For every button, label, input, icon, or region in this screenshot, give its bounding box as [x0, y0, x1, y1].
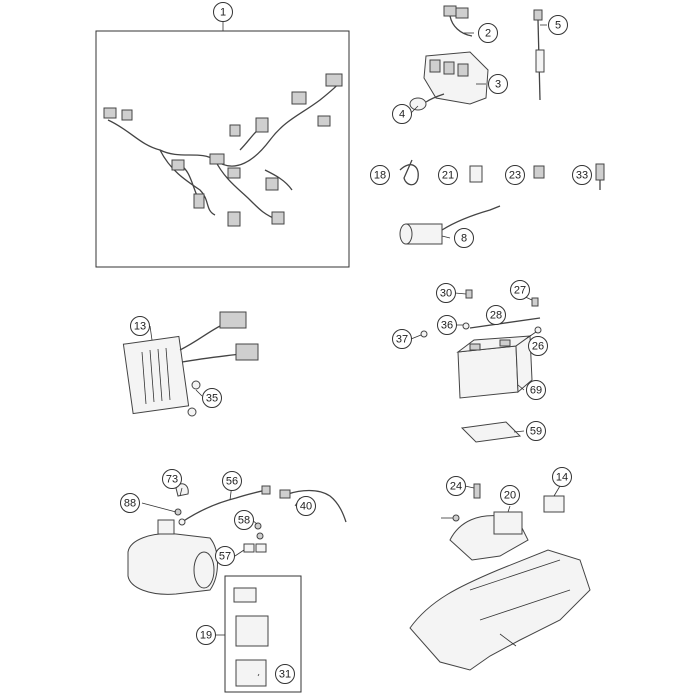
callout-label: 14 [556, 472, 568, 484]
callout-label: 56 [226, 476, 238, 488]
battery-part-26 [456, 335, 533, 399]
callout-label: 73 [166, 474, 178, 486]
callout-35: 35 [202, 388, 222, 408]
callout-57: 57 [215, 546, 235, 566]
starter-motor-illustration [127, 519, 218, 595]
callout-label: 28 [490, 310, 502, 322]
callout-59: 59 [526, 421, 546, 441]
cable-part-5 [533, 9, 545, 101]
callout-56: 56 [222, 471, 242, 491]
cable-part-59 [178, 485, 271, 526]
connector-part-33 [595, 163, 605, 190]
callout-label: 3 [495, 79, 501, 91]
callout-24: 24 [446, 476, 466, 496]
callout-8: 8 [454, 228, 474, 248]
relay-frame [224, 575, 302, 693]
callout-label: 35 [206, 393, 218, 405]
callout-label: 23 [509, 170, 521, 182]
callout-1: 1 [213, 2, 233, 22]
callout-73: 73 [162, 469, 182, 489]
nut-part-20 [452, 514, 460, 522]
callout-2: 2 [478, 23, 498, 43]
callout-label: 21 [442, 170, 454, 182]
callout-label: 24 [450, 481, 462, 493]
horn-part-8 [399, 205, 501, 245]
callout-21: 21 [438, 165, 458, 185]
callout-13: 13 [130, 316, 150, 336]
callout-30: 30 [436, 283, 456, 303]
voltage-regulator-part-13 [122, 311, 259, 417]
callout-28: 28 [486, 305, 506, 325]
callout-label: 18 [374, 170, 386, 182]
callout-label: 5 [555, 20, 561, 32]
battery-strap-part-27 [469, 317, 541, 329]
callout-27: 27 [510, 280, 530, 300]
callout-26: 26 [528, 336, 548, 356]
nut-part-36 [420, 330, 428, 338]
callout-23: 23 [505, 165, 525, 185]
callout-label: 8 [461, 233, 467, 245]
callout-58: 58 [234, 510, 254, 530]
callout-31: 31 [275, 664, 295, 684]
starter-relay-part-31 [493, 511, 523, 535]
clamp-part-40 [243, 543, 267, 553]
callout-label: 27 [514, 285, 526, 297]
callout-label: 13 [134, 321, 146, 333]
callout-40: 40 [296, 496, 316, 516]
callout-18: 18 [370, 165, 390, 185]
callout-33: 33 [572, 165, 592, 185]
fuse-part-21 [469, 165, 483, 183]
callout-88: 88 [120, 493, 140, 513]
callout-label: 36 [441, 320, 453, 332]
cable-tie-part-18 [399, 159, 419, 186]
callout-19: 19 [196, 625, 216, 645]
callout-label: 30 [440, 288, 452, 300]
callout-label: 57 [219, 551, 231, 563]
wiring-harness-illustration [95, 30, 350, 268]
callout-4: 4 [392, 104, 412, 124]
callout-20: 20 [500, 485, 520, 505]
callout-label: 31 [279, 669, 291, 681]
relay-holder-part-3 [423, 51, 489, 105]
callout-label: 59 [530, 426, 542, 438]
callout-label: 69 [530, 385, 542, 397]
callout-label: 40 [300, 501, 312, 513]
callout-label: 33 [576, 170, 588, 182]
callout-label: 37 [396, 334, 408, 346]
callout-14: 14 [552, 467, 572, 487]
callout-label: 4 [399, 109, 405, 121]
clip-part-23 [533, 165, 545, 179]
cable-part-56 [279, 489, 347, 523]
harness-frame [95, 30, 350, 268]
callout-37: 37 [392, 329, 412, 349]
callout-5: 5 [548, 15, 568, 35]
callout-label: 20 [504, 490, 516, 502]
callout-label: 1 [220, 7, 226, 19]
sensor-part-4 [409, 93, 445, 111]
callout-69: 69 [526, 380, 546, 400]
callout-label: 58 [238, 515, 250, 527]
screw-part-88 [254, 522, 264, 540]
relay-group-part-58 [224, 575, 302, 693]
connector-part-2 [443, 5, 473, 37]
callout-label: 2 [485, 28, 491, 40]
callout-3: 3 [488, 74, 508, 94]
callout-label: 26 [532, 341, 544, 353]
callout-label: 19 [200, 630, 212, 642]
callout-label: 88 [124, 498, 136, 510]
pad-part-37 [460, 421, 522, 443]
callout-36: 36 [437, 315, 457, 335]
washer-part-28 [462, 322, 542, 334]
bolt-part-19 [473, 483, 481, 499]
